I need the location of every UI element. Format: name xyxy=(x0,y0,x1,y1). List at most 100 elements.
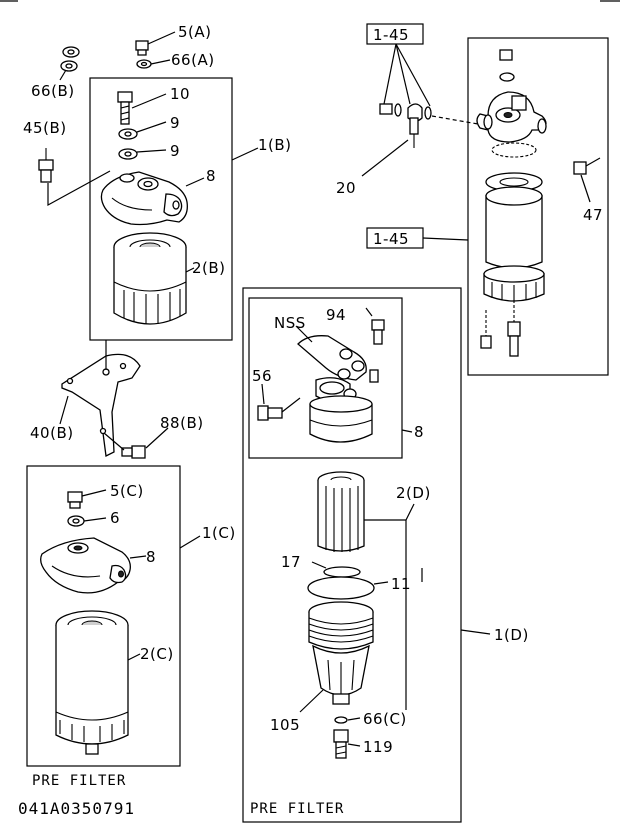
label-9-lower: 9 xyxy=(170,142,180,160)
label-8-upper: 8 xyxy=(206,167,216,185)
label-66b: 66(B) xyxy=(31,82,75,100)
leader-94 xyxy=(365,307,373,317)
label-2d: 2(D) xyxy=(396,484,431,502)
filter-cartridge-2b-part[interactable] xyxy=(113,232,187,325)
plug-5a-part[interactable] xyxy=(135,40,149,56)
leader-66c xyxy=(347,717,361,721)
washer-66b-part[interactable] xyxy=(60,46,80,72)
leader-17 xyxy=(311,561,327,569)
bolt-45b-part[interactable] xyxy=(38,148,54,183)
label-10: 10 xyxy=(170,85,190,103)
assembly-box-1-45 xyxy=(467,37,609,376)
leader-1-45-c xyxy=(395,43,431,107)
label-94: 94 xyxy=(326,306,346,324)
leader-119 xyxy=(347,743,361,747)
assembly-box-1c xyxy=(26,465,181,767)
filter-element-2d-part[interactable] xyxy=(317,471,365,552)
leader-20 xyxy=(361,139,409,177)
leader-6 xyxy=(83,517,107,522)
label-56: 56 xyxy=(252,367,272,385)
leader-105 xyxy=(299,689,324,713)
label-40b: 40(B) xyxy=(30,424,74,442)
plug-56-part[interactable] xyxy=(257,405,283,421)
filter-cartridge-2c-part[interactable] xyxy=(55,610,129,755)
leader-2b xyxy=(185,267,195,273)
leader-9-lower xyxy=(136,149,167,153)
label-47: 47 xyxy=(583,206,603,224)
label-20: 20 xyxy=(336,179,356,197)
o-ring-17-part[interactable] xyxy=(323,566,361,578)
fitting-banjo-part[interactable] xyxy=(379,103,432,148)
label-2c: 2(C) xyxy=(140,645,174,663)
leader-1-45-lower xyxy=(422,237,469,241)
label-66a: 66(A) xyxy=(171,51,215,69)
label-1b: 1(B) xyxy=(258,136,292,154)
leader-40b xyxy=(59,395,69,425)
label-9-upper: 9 xyxy=(170,114,180,132)
drain-plug-119-part[interactable] xyxy=(333,729,349,759)
label-2b: 2(B) xyxy=(192,259,226,277)
washer-66c-part[interactable] xyxy=(334,716,348,724)
caption-pre-filter-bottom: PRE FILTER xyxy=(250,801,344,817)
leader-47 xyxy=(580,174,591,203)
label-1-45-upper: 1-45 xyxy=(373,26,409,44)
bolt-88b-part[interactable] xyxy=(121,445,146,459)
leader-1-45-b xyxy=(395,43,411,105)
water-separator-assembly-part[interactable] xyxy=(476,49,547,357)
filter-head-8-lower-part[interactable] xyxy=(40,537,131,594)
filter-bowl-105-part[interactable] xyxy=(308,601,374,705)
filter-head-8-upper-part[interactable] xyxy=(100,171,188,226)
assembly-box-1b xyxy=(89,77,233,341)
label-11: 11 xyxy=(391,575,411,593)
leader-nss xyxy=(295,325,313,343)
leader-8-nss xyxy=(401,429,413,433)
leader-5c xyxy=(81,489,107,497)
label-17: 17 xyxy=(281,553,301,571)
leader-1d xyxy=(460,629,491,635)
leader-66a xyxy=(150,59,171,65)
label-6: 6 xyxy=(110,509,120,527)
leader-1b xyxy=(231,147,259,161)
label-8-nss: 8 xyxy=(414,423,424,441)
label-66c: 66(C) xyxy=(363,710,407,728)
callout-box-1-45-upper xyxy=(366,23,424,45)
plug-5c-part[interactable] xyxy=(67,491,83,509)
label-1d: 1(D) xyxy=(494,626,529,644)
label-105: 105 xyxy=(270,716,300,734)
bolt-47-part[interactable] xyxy=(573,157,601,175)
leader-1c xyxy=(179,535,201,549)
bracket-40b-part[interactable] xyxy=(61,353,141,457)
assembly-box-1d xyxy=(242,287,462,823)
leader-8-upper xyxy=(185,177,205,187)
label-nss: NSS xyxy=(274,314,306,332)
leader-66b xyxy=(59,69,67,81)
caption-pre-filter-left: PRE FILTER xyxy=(32,773,126,789)
label-119: 119 xyxy=(363,738,393,756)
bolt-45b-guide-line xyxy=(47,170,111,207)
leader-10 xyxy=(131,93,167,109)
drawing-code: 041A0350791 xyxy=(18,799,135,818)
label-1-45-lower: 1-45 xyxy=(373,230,409,248)
label-5a: 5(A) xyxy=(178,23,212,41)
leader-88b xyxy=(145,427,169,449)
leader-1-45-a xyxy=(383,43,397,105)
plug-56-guide xyxy=(281,397,301,413)
label-1c: 1(C) xyxy=(202,524,236,542)
label-45b: 45(B) xyxy=(23,119,67,137)
leader-5a xyxy=(147,31,176,45)
leader-56 xyxy=(261,383,265,405)
label-88b: 88(B) xyxy=(160,414,204,432)
label-5c: 5(C) xyxy=(110,482,144,500)
bolt-10-part[interactable] xyxy=(117,91,133,125)
leader-9-upper xyxy=(136,121,167,133)
filter-head-8-nss-part[interactable] xyxy=(297,335,379,443)
bolt-94-part[interactable] xyxy=(371,319,385,345)
leader-2c xyxy=(127,653,141,661)
leader-11 xyxy=(373,581,389,585)
leader-2d xyxy=(364,503,415,521)
fitting-guide-line xyxy=(431,115,479,125)
ring-11-part[interactable] xyxy=(307,576,375,600)
leader-8-lower xyxy=(129,555,147,559)
